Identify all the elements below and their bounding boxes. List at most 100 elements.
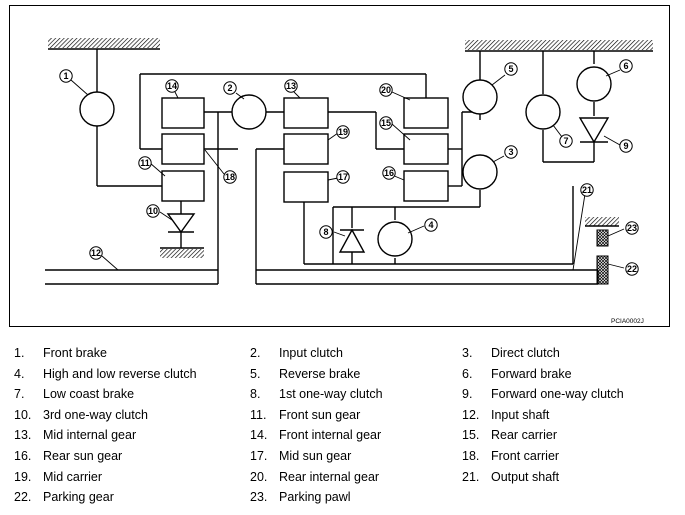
- callout-12: 12: [89, 246, 103, 260]
- legend-label: Forward one-way clutch: [491, 387, 624, 402]
- callout-number: 1: [63, 71, 68, 81]
- legend-label: Low coast brake: [43, 387, 135, 402]
- mid-internal-gear: [283, 97, 329, 129]
- callout-10: 10: [146, 204, 160, 218]
- parking-gear: [596, 255, 609, 285]
- legend-number: 14.: [250, 428, 268, 443]
- callout-number: 19: [338, 127, 348, 137]
- legend-label: Front sun gear: [279, 407, 361, 422]
- callout-1: 1: [59, 69, 73, 83]
- callout-13: 13: [284, 79, 298, 93]
- callout-number: 22: [627, 264, 637, 274]
- legend-number: 23.: [250, 490, 268, 505]
- legend-label: Mid sun gear: [279, 449, 352, 463]
- callout-number: 4: [428, 220, 433, 230]
- legend-label: Input shaft: [491, 407, 550, 422]
- front-sun-gear: [161, 170, 205, 202]
- ground-pawl: [585, 217, 619, 226]
- legend-number: 5.: [250, 366, 261, 381]
- legend-number: 3.: [462, 346, 473, 360]
- legend-number: 8.: [250, 387, 261, 402]
- legend-label: Forward brake: [491, 366, 572, 381]
- legend-label: Parking pawl: [279, 490, 351, 505]
- ground-right: [465, 40, 653, 50]
- ground-left: [48, 38, 160, 48]
- callout-18: 18: [223, 170, 237, 184]
- legend-number: 2.: [250, 346, 261, 360]
- callout-17: 17: [336, 170, 350, 184]
- legend-number: 17.: [250, 449, 268, 463]
- legend-label: 1st one-way clutch: [279, 387, 383, 402]
- legend-label: 3rd one-way clutch: [43, 407, 148, 422]
- figure-code: PCIA0002J: [611, 318, 644, 325]
- legend-number: 15.: [462, 428, 480, 443]
- legend-label: Rear carrier: [491, 428, 557, 443]
- callout-22: 22: [625, 262, 639, 276]
- legend-number: 12.: [462, 407, 480, 422]
- high-low-reverse-clutch: [377, 221, 413, 257]
- legend-number: 4.: [14, 366, 25, 381]
- legend-number: 13.: [14, 428, 32, 443]
- first-one-way-clutch: [338, 228, 366, 253]
- direct-clutch: [462, 154, 498, 190]
- third-one-way-clutch: [166, 213, 196, 234]
- parking-pawl: [596, 229, 609, 247]
- legend-number: 19.: [14, 469, 32, 484]
- legend-label: Output shaft: [491, 469, 560, 484]
- low-coast-brake: [525, 94, 561, 130]
- callout-number: 20: [381, 85, 391, 95]
- mid-sun-gear: [283, 171, 329, 203]
- callout-3: 3: [504, 145, 518, 159]
- callout-number: 14: [167, 81, 177, 91]
- callout-2: 2: [223, 81, 237, 95]
- callout-number: 13: [286, 81, 296, 91]
- front-brake: [79, 91, 115, 127]
- legend-number: 22.: [14, 490, 32, 505]
- legend-label: Parking gear: [43, 490, 114, 505]
- callout-number: 12: [91, 248, 101, 258]
- callout-6: 6: [619, 59, 633, 73]
- callout-number: 21: [582, 185, 592, 195]
- legend-label: Reverse brake: [279, 366, 361, 381]
- legend-number: 6.: [462, 366, 473, 381]
- legend-label: Front carrier: [491, 449, 560, 463]
- callout-15: 15: [379, 116, 393, 130]
- front-internal-gear: [161, 97, 205, 129]
- legend-number: 20.: [250, 469, 268, 484]
- legend-label: Input clutch: [279, 346, 343, 360]
- callout-14: 14: [165, 79, 179, 93]
- legend-label: Direct clutch: [491, 346, 560, 360]
- callout-21: 21: [580, 183, 594, 197]
- legend-number: 11.: [250, 407, 267, 422]
- legend-label: High and low reverse clutch: [43, 366, 197, 381]
- callout-7: 7: [559, 134, 573, 148]
- legend-label: Front brake: [43, 346, 107, 360]
- front-carrier: [161, 133, 205, 165]
- callout-number: 11: [140, 158, 150, 168]
- callout-number: 18: [225, 172, 235, 182]
- input-clutch: [231, 94, 267, 130]
- callout-number: 3: [508, 147, 513, 157]
- legend-label: Front internal gear: [279, 428, 382, 443]
- callout-number: 8: [323, 227, 328, 237]
- rear-sun-gear: [403, 170, 449, 202]
- callout-23: 23: [625, 221, 639, 235]
- callout-11: 11: [138, 156, 152, 170]
- forward-brake: [576, 66, 612, 102]
- callout-number: 7: [563, 136, 568, 146]
- legend-number: 9.: [462, 387, 473, 402]
- callout-5: 5: [504, 62, 518, 76]
- callout-4: 4: [424, 218, 438, 232]
- legend-number: 7.: [14, 387, 25, 402]
- legend-label: Rear internal gear: [279, 469, 380, 484]
- legend-number: 16.: [14, 449, 32, 463]
- callout-number: 5: [508, 64, 513, 74]
- callout-9: 9: [619, 139, 633, 153]
- legend-label: Mid carrier: [43, 469, 103, 484]
- reverse-brake: [462, 79, 498, 115]
- callout-number: 9: [623, 141, 628, 151]
- mid-carrier: [283, 133, 329, 165]
- callout-8: 8: [319, 225, 333, 239]
